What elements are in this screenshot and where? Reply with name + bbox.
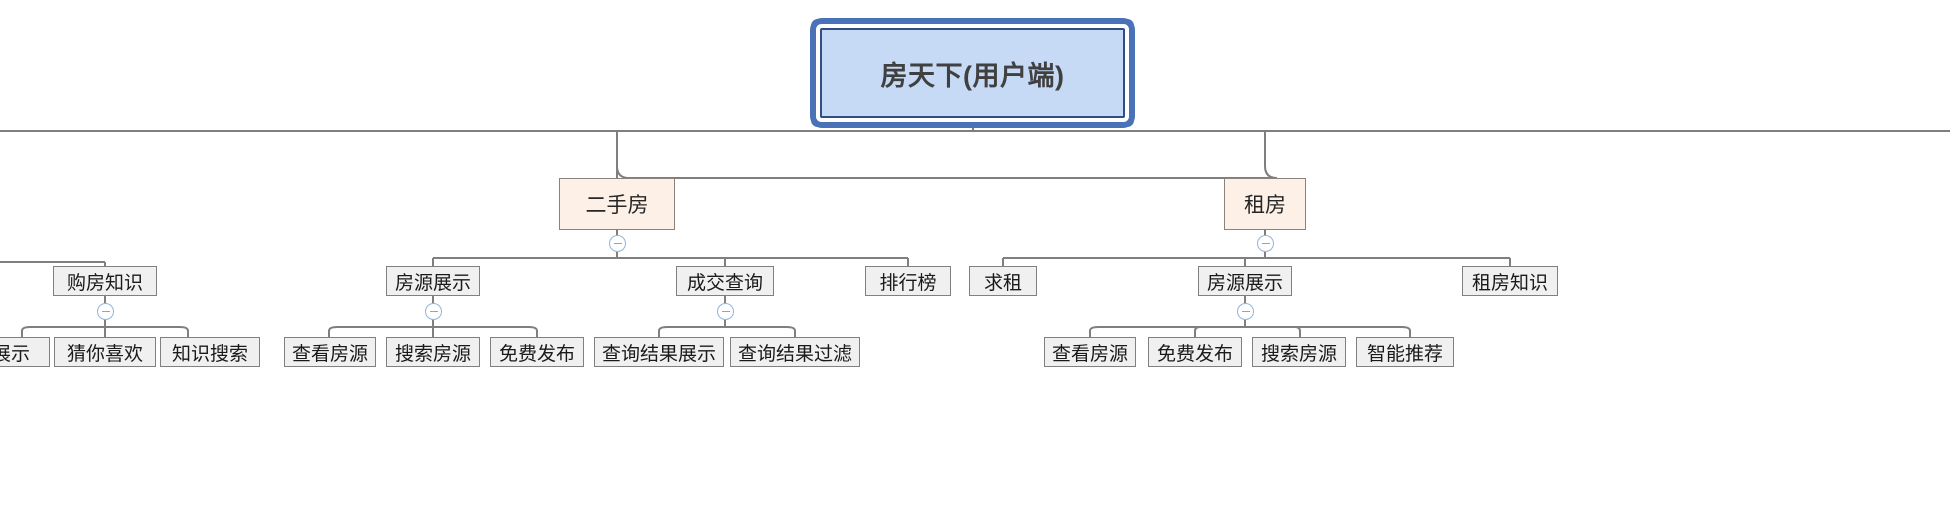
link-spine-to-ershoufang: [616, 131, 973, 179]
link-fyl-bracket: [328, 326, 538, 337]
label-mianfeifabu-right: 免费发布: [1156, 343, 1233, 365]
node-zhanshi-clipped[interactable]: 展示: [0, 337, 50, 367]
node-zhinengtuijian[interactable]: 智能推荐: [1356, 337, 1454, 367]
link-goufang-bracket: [21, 326, 189, 337]
node-qiuzu[interactable]: 求租: [969, 266, 1037, 296]
branch-node-zufang[interactable]: 租房: [1224, 178, 1306, 230]
node-chakanfangyuan-left[interactable]: 查看房源: [284, 337, 376, 367]
link-fyr-b2: [1194, 326, 1201, 337]
label-zhinengtuijian: 智能推荐: [1366, 343, 1443, 365]
branch-node-ershoufang[interactable]: 二手房: [559, 178, 675, 230]
minus-icon: [1261, 242, 1270, 245]
root-node-label: 房天下(用户端): [880, 60, 1065, 91]
node-sousuofangyuan-right[interactable]: 搜索房源: [1252, 337, 1346, 367]
label-fangyuanzhanshi-left: 房源展示: [394, 272, 471, 294]
branch-label-zufang: 租房: [1244, 194, 1286, 217]
link-spine-to-zufang: [973, 131, 1278, 179]
label-goufangzhishi: 购房知识: [66, 272, 143, 294]
node-mianfeifabu-right[interactable]: 免费发布: [1148, 337, 1242, 367]
branch-label-ershoufang: 二手房: [585, 194, 649, 217]
collapse-toggle-ershoufang[interactable]: [609, 235, 626, 252]
label-chakanfangyuan-right: 查看房源: [1051, 343, 1128, 365]
node-zhishisousuo[interactable]: 知识搜索: [160, 337, 260, 367]
label-chaxunjieguoguolv: 查询结果过滤: [737, 343, 852, 365]
label-chakanfangyuan-left: 查看房源: [291, 343, 368, 365]
node-paihangbang[interactable]: 排行榜: [865, 266, 951, 296]
label-paihangbang: 排行榜: [879, 272, 937, 294]
label-mianfeifabu-left: 免费发布: [498, 343, 575, 365]
label-chaxunjieguozhanshi: 查询结果展示: [601, 343, 716, 365]
label-zufangzhishi: 租房知识: [1471, 272, 1548, 294]
collapse-toggle-fangyuanzhanshi-right[interactable]: [1237, 303, 1254, 320]
node-chakanfangyuan-right[interactable]: 查看房源: [1044, 337, 1136, 367]
minus-icon: [1241, 310, 1250, 313]
node-chaxunjieguozhanshi[interactable]: 查询结果展示: [594, 337, 724, 367]
link-fyr-b3: [1294, 326, 1301, 337]
minus-icon: [101, 310, 110, 313]
label-chengjiaochaxun: 成交查询: [686, 272, 763, 294]
collapse-toggle-fangyuanzhanshi-left[interactable]: [425, 303, 442, 320]
label-sousuofangyuan-right: 搜索房源: [1260, 343, 1337, 365]
node-sousuofangyuan-left[interactable]: 搜索房源: [386, 337, 480, 367]
label-qiuzu: 求租: [983, 272, 1022, 294]
link-fyr-bracket: [1089, 326, 1411, 337]
label-sousuofangyuan-left: 搜索房源: [394, 343, 471, 365]
collapse-toggle-chengjiaochaxun[interactable]: [717, 303, 734, 320]
node-goufangzhishi[interactable]: 购房知识: [53, 266, 157, 296]
node-fangyuanzhanshi-right[interactable]: 房源展示: [1198, 266, 1292, 296]
node-mianfeifabu-left[interactable]: 免费发布: [490, 337, 584, 367]
label-zhishisousuo: 知识搜索: [171, 343, 248, 365]
node-cainixihuan[interactable]: 猜你喜欢: [54, 337, 156, 367]
link-cjcx-bracket: [658, 326, 796, 337]
node-chaxunjieguoguolv[interactable]: 查询结果过滤: [730, 337, 860, 367]
collapse-toggle-zufang[interactable]: [1257, 235, 1274, 252]
label-cainixihuan: 猜你喜欢: [66, 343, 143, 365]
minus-icon: [429, 310, 438, 313]
node-chengjiaochaxun[interactable]: 成交查询: [676, 266, 774, 296]
minus-icon: [721, 310, 730, 313]
label-zhanshi-clipped: 展示: [0, 343, 30, 365]
collapse-toggle-goufangzhishi[interactable]: [97, 303, 114, 320]
root-node[interactable]: 房天下(用户端): [820, 28, 1125, 118]
minus-icon: [613, 242, 622, 245]
node-fangyuanzhanshi-left[interactable]: 房源展示: [386, 266, 480, 296]
node-zufangzhishi[interactable]: 租房知识: [1462, 266, 1558, 296]
label-fangyuanzhanshi-right: 房源展示: [1206, 272, 1283, 294]
